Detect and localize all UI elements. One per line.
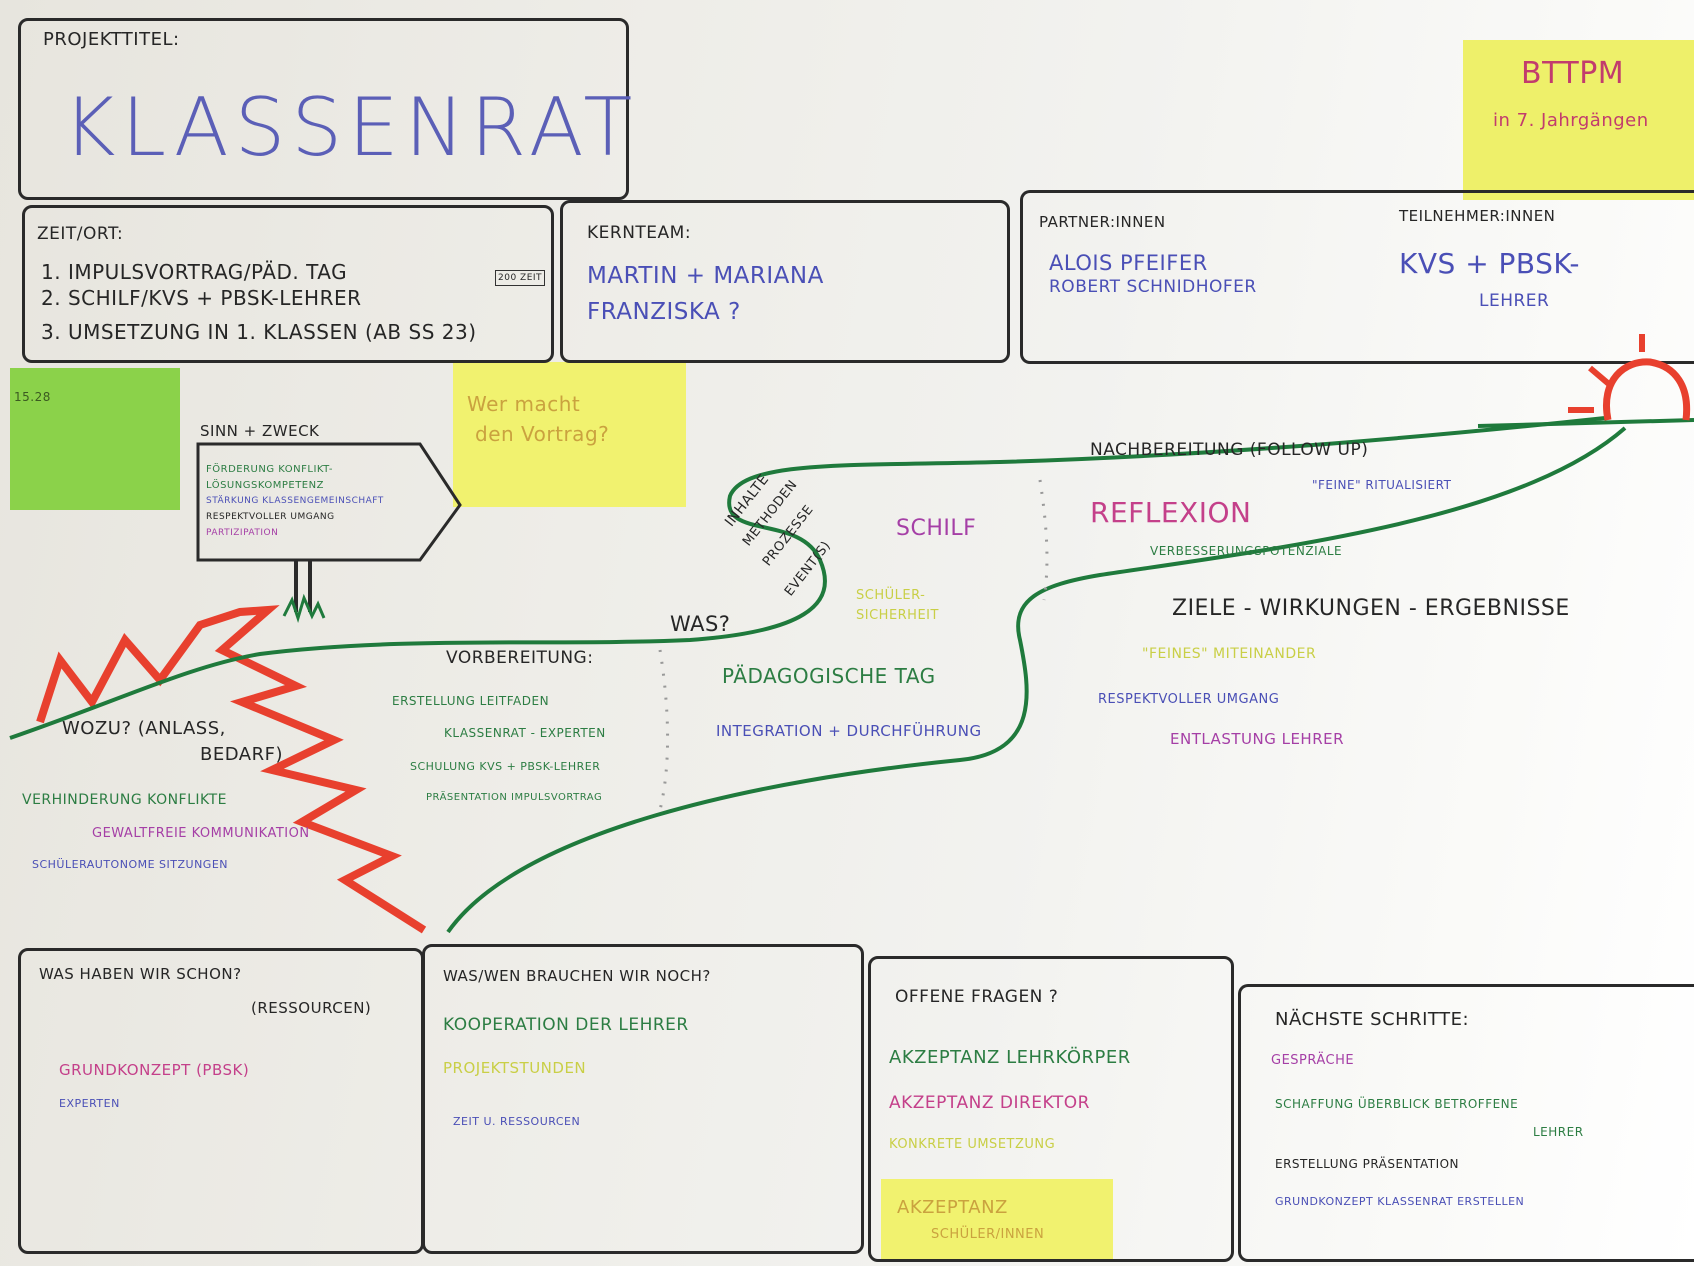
zeit-ort-item-3: 3. UMSETZUNG IN 1. KLASSEN (AB SS 23) bbox=[41, 320, 477, 344]
grass-icon bbox=[282, 593, 326, 623]
green-path-upper bbox=[446, 426, 1627, 934]
green-path-lower bbox=[9, 416, 1606, 740]
ressourcen-line-2: EXPERTEN bbox=[59, 1097, 120, 1110]
sun-icon bbox=[1603, 358, 1691, 421]
fragen-line-2: AKZEPTANZ DIREKTOR bbox=[889, 1093, 1090, 1113]
wozu-line-2: GEWALTFREIE KOMMUNIKATION bbox=[92, 826, 310, 841]
paed-tag-label: PÄDAGOGISCHE TAG bbox=[722, 664, 936, 688]
wozu-line-3: SCHÜLERAUTONOME SITZUNGEN bbox=[32, 858, 229, 871]
teilnehmer-line-1: KVs + PBSK- bbox=[1399, 247, 1580, 280]
fragen-box: OFFENE FRAGEN ? AKZEPTANZ LEHRKÖRPER AKZ… bbox=[868, 956, 1234, 1262]
horizon-line bbox=[1477, 418, 1694, 428]
sign-line-1: FÖRDERUNG KONFLIKT- bbox=[206, 464, 333, 475]
brauchen-label: WAS/WEN BRAUCHEN WIR NOCH? bbox=[443, 967, 711, 985]
zeit-ort-item-1: 1. IMPULSVORTRAG/PÄD. TAG bbox=[41, 260, 348, 284]
zeit-ort-side-note: 200 ZEIT bbox=[495, 270, 546, 286]
sign-line-3: STÄRKUNG KLASSENGEMEINSCHAFT bbox=[206, 496, 384, 506]
sticky-mid-line-1: Wer macht bbox=[467, 392, 581, 416]
schilf-label: SCHILF bbox=[896, 516, 977, 541]
kernteam-line-2: FRANZISKA ? bbox=[587, 299, 741, 325]
schueler-line-1: SCHÜLER- bbox=[856, 588, 926, 603]
sticky-note-yellow-mid: Wer macht den Vortrag? bbox=[453, 362, 686, 507]
ressourcen-line-1: GRUNDKONZEPT (PBSK) bbox=[59, 1061, 250, 1079]
schritte-line-4: ERSTELLUNG PRÄSENTATION bbox=[1275, 1157, 1460, 1171]
sign-line-4: RESPEKTVOLLER UMGANG bbox=[206, 512, 335, 522]
title-box: PROJEKTTITEL: KLASSENRAT bbox=[18, 18, 632, 200]
vorbereitung-line-4: PRÄSENTATION IMPULSVORTRAG bbox=[426, 792, 603, 803]
brauchen-box: WAS/WEN BRAUCHEN WIR NOCH? KOOPERATION D… bbox=[422, 944, 864, 1254]
sticky-green-text: 15.28 bbox=[14, 390, 51, 404]
sticky-note-top-right: BTTPM in 7. Jahrgängen bbox=[1463, 40, 1694, 200]
ziele-line-2: RESPEKTVOLLER UMGANG bbox=[1098, 692, 1280, 707]
vorbereitung-line-2: KLASSENRAT - EXPERTEN bbox=[444, 726, 606, 740]
wozu-label: WOZU? (ANLASS, bbox=[62, 718, 226, 739]
zeit-ort-label: ZEIT/ORT: bbox=[37, 224, 124, 244]
sign-line-5: PARTIZIPATION bbox=[206, 528, 279, 538]
ziele-line-3: ENTLASTUNG LEHRER bbox=[1170, 730, 1345, 748]
sticky-note-green: 15.28 bbox=[10, 368, 180, 510]
ressourcen-box: WAS HABEN WIR SCHON? (RESSOURCEN) GRUNDK… bbox=[18, 948, 424, 1254]
schritte-line-3: LEHRER bbox=[1533, 1125, 1584, 1139]
vorbereitung-label: VORBEREITUNG: bbox=[446, 648, 594, 668]
reflexion-label: REFLEXION bbox=[1090, 496, 1252, 529]
fragen-line-1: AKZEPTANZ LEHRKÖRPER bbox=[889, 1047, 1131, 1068]
schueler-line-2: SICHERHEIT bbox=[856, 608, 939, 623]
ziele-line-1: "FEINES" MITEINANDER bbox=[1142, 646, 1317, 662]
teilnehmer-line-2: LEHRER bbox=[1479, 291, 1550, 311]
partner-label: PARTNER:INNEN bbox=[1039, 213, 1166, 231]
was-label: WAS? bbox=[670, 612, 731, 636]
kernteam-box: KERNTEAM: MARTIN + MARIANA FRANZISKA ? bbox=[560, 200, 1010, 363]
schritte-line-5: GRUNDKONZEPT KLASSENRAT ERSTELLEN bbox=[1275, 1195, 1525, 1208]
integration-label: INTEGRATION + DURCHFÜHRUNG bbox=[716, 722, 982, 740]
sticky-line-1: BTTPM bbox=[1521, 56, 1625, 91]
partner-teilnehmer-box: PARTNER:INNEN ALOIS PFEIFER ROBERT SCHNI… bbox=[1020, 190, 1694, 364]
partner-line-1: ALOIS PFEIFER bbox=[1049, 251, 1208, 275]
partner-line-2: ROBERT SCHNIDHOFER bbox=[1049, 277, 1257, 297]
ziele-label: ZIELE - WIRKUNGEN - ERGEBNISSE bbox=[1172, 596, 1570, 621]
teilnehmer-label: TEILNEHMER:INNEN bbox=[1399, 207, 1556, 225]
nachbereitung-note-1: "FEINE" RITUALISIERT bbox=[1312, 478, 1452, 492]
brauchen-line-1: KOOPERATION DER LEHRER bbox=[443, 1015, 689, 1035]
fragen-sticky-line-2: SCHÜLER/INNEN bbox=[931, 1227, 1045, 1242]
schritte-line-1: GESPRÄCHE bbox=[1271, 1053, 1355, 1068]
nachbereitung-note-2: VERBESSERUNGSPOTENZIALE bbox=[1150, 544, 1343, 558]
wozu-line-1: VERHINDERUNG KONFLIKTE bbox=[22, 792, 228, 808]
zeit-ort-item-2: 2. SCHILF/KVs + PBSK-LEHRER bbox=[41, 286, 362, 310]
schritte-line-2: SCHAFFUNG ÜBERBLICK BETROFFENE bbox=[1275, 1097, 1519, 1111]
sun-ray bbox=[1588, 365, 1612, 388]
kernteam-line-1: MARTIN + MARIANA bbox=[587, 263, 824, 289]
ressourcen-label-2: (RESSOURCEN) bbox=[251, 999, 372, 1017]
vorbereitung-line-3: SCHULUNG KVs + PBSK-LEHRER bbox=[410, 760, 601, 773]
sticky-mid-line-2: den Vortrag? bbox=[475, 422, 610, 446]
schritte-label: NÄCHSTE SCHRITTE: bbox=[1275, 1009, 1470, 1030]
obstacle-zigzag bbox=[36, 605, 427, 934]
dotted-separator bbox=[658, 649, 670, 811]
zeit-ort-box: ZEIT/ORT: 1. IMPULSVORTRAG/PÄD. TAG 2. S… bbox=[22, 205, 554, 363]
nachbereitung-label: NACHBEREITUNG (FOLLOW UP) bbox=[1090, 440, 1369, 460]
sign-board bbox=[196, 442, 462, 562]
fragen-label: OFFENE FRAGEN ? bbox=[895, 987, 1059, 1007]
sticky-line-2: in 7. Jahrgängen bbox=[1493, 110, 1649, 131]
dotted-separator bbox=[1038, 479, 1049, 601]
ressourcen-label: WAS HABEN WIR SCHON? bbox=[39, 965, 242, 983]
fragen-line-3: KONKRETE UMSETZUNG bbox=[889, 1137, 1056, 1152]
page-title: KLASSENRAT bbox=[63, 81, 639, 174]
kernteam-label: KERNTEAM: bbox=[587, 223, 692, 243]
brauchen-line-3: ZEIT U. RESSOURCEN bbox=[453, 1115, 581, 1128]
title-label: PROJEKTTITEL: bbox=[43, 29, 180, 50]
brauchen-line-2: PROJEKTSTUNDEN bbox=[443, 1059, 587, 1077]
sign-title: SINN + ZWECK bbox=[200, 422, 320, 440]
vorbereitung-line-1: ERSTELLUNG LEITFADEN bbox=[392, 694, 550, 708]
wozu-label-2: BEDARF) bbox=[200, 744, 283, 765]
sign-line-2: LÖSUNGSKOMPETENZ bbox=[206, 480, 324, 491]
schritte-box: NÄCHSTE SCHRITTE: GESPRÄCHE SCHAFFUNG ÜB… bbox=[1238, 984, 1694, 1262]
fragen-sticky: AKZEPTANZ SCHÜLER/INNEN bbox=[881, 1179, 1113, 1259]
fragen-sticky-line-1: AKZEPTANZ bbox=[897, 1197, 1008, 1218]
